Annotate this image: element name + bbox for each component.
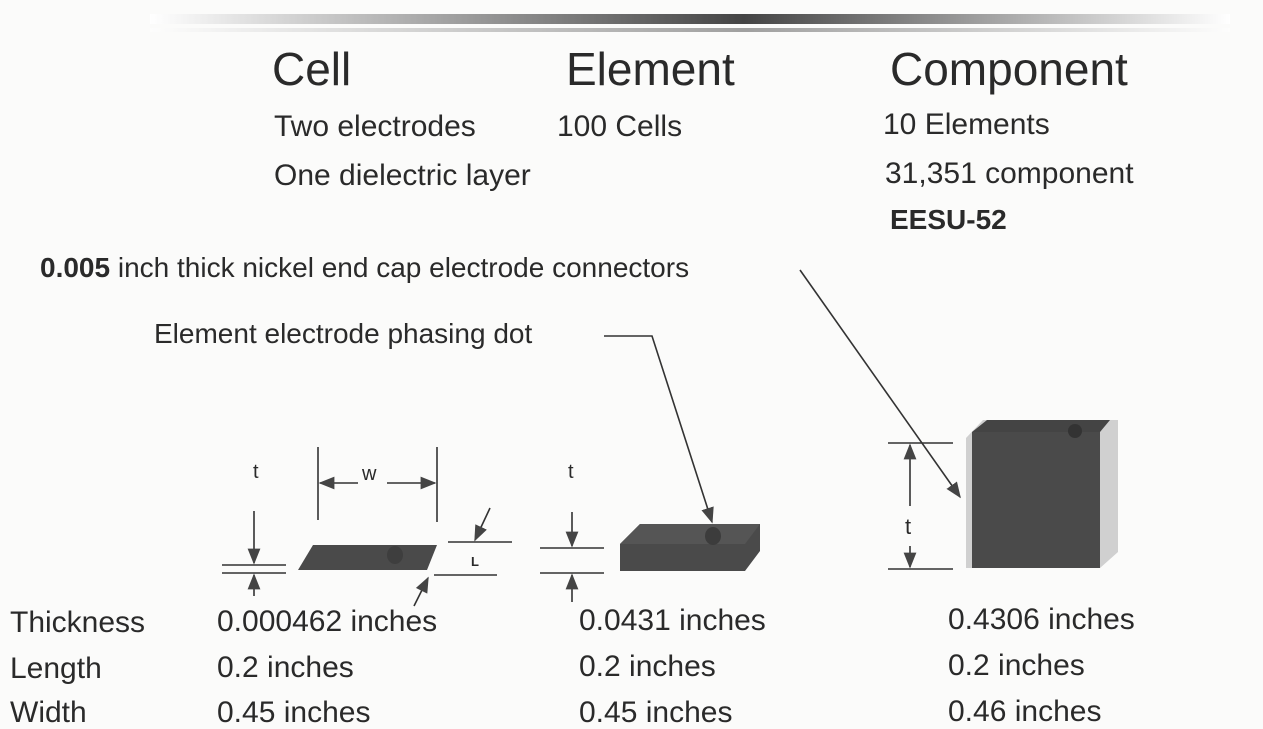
element-t-label: t — [568, 461, 574, 483]
cell-length: 0.2 inches — [217, 651, 354, 684]
row-label-width: Width — [10, 696, 87, 729]
end-cap-callout: 0.005 inch thick nickel end cap electrod… — [40, 254, 689, 282]
row-label-length: Length — [10, 652, 102, 685]
phasing-dot-callout: Element electrode phasing dot — [154, 318, 533, 349]
cell-desc-2: One dielectric layer — [274, 159, 531, 192]
element-thickness: 0.0431 inches — [579, 604, 766, 637]
cell-header: Cell — [272, 43, 352, 95]
component-thickness: 0.4306 inches — [948, 603, 1135, 636]
diagram-drawing — [222, 269, 1118, 607]
phasing-dot — [387, 546, 403, 564]
cell-l-label: L — [471, 554, 479, 569]
element-header: Element — [566, 43, 735, 95]
element-desc-1: 100 Cells — [557, 110, 683, 143]
header-gradient-bar — [150, 14, 1230, 32]
cell-thickness: 0.000462 inches — [217, 605, 438, 638]
component-desc-2: 31,351 component — [885, 157, 1134, 190]
cell-w-label: w — [362, 463, 377, 485]
component-t-label: t — [905, 514, 912, 539]
element-width: 0.45 inches — [579, 696, 733, 729]
end-cap-thickness: 0.005 — [40, 252, 111, 283]
phasing-dot-leader — [604, 335, 714, 524]
component-header: Component — [890, 43, 1128, 95]
component-desc-1: 10 Elements — [883, 108, 1050, 141]
cell-width: 0.45 inches — [217, 696, 371, 729]
end-cap-leader — [799, 269, 961, 499]
cell-desc-1: Two electrodes — [274, 110, 476, 143]
end-cap-text: inch thick nickel end cap electrode conn… — [110, 252, 690, 283]
component-width: 0.46 inches — [948, 695, 1102, 728]
element-length: 0.2 inches — [579, 650, 716, 683]
cell-block — [298, 545, 437, 570]
row-label-thickness: Thickness — [10, 606, 146, 639]
cell-t-label: t — [253, 461, 259, 483]
component-length: 0.2 inches — [948, 649, 1085, 682]
component-model: EESU-52 — [890, 204, 1007, 235]
